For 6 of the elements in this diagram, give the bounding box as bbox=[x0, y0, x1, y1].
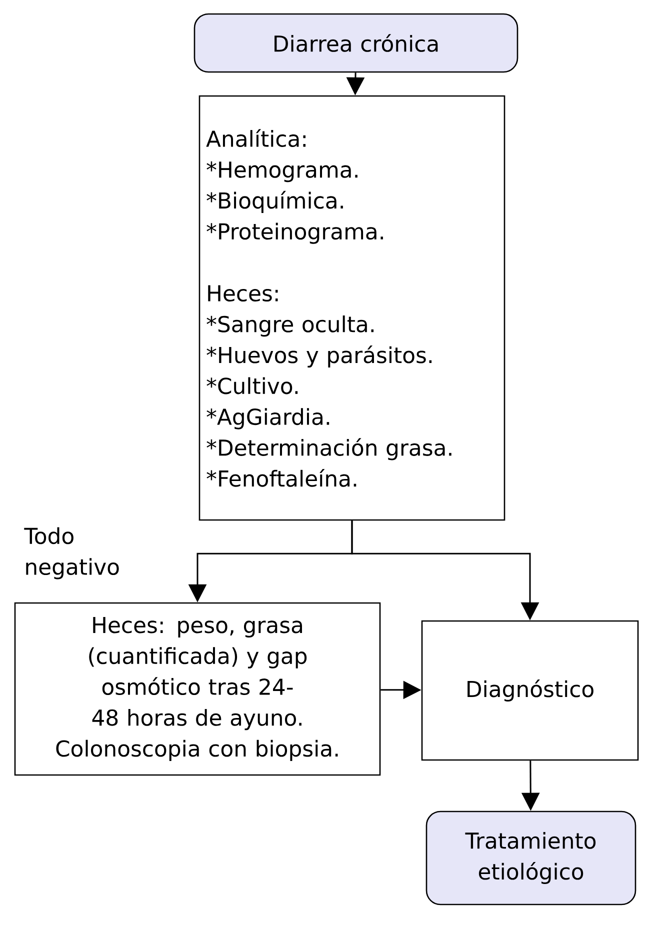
edge-label: Todo negativo bbox=[24, 527, 119, 580]
process-box: Heces: peso, grasa (cuantificada) y gap osmótico tras 24-48 horas de ayuno. Colonoscopia con biopsia. bbox=[14, 602, 381, 776]
terminal-box: Tratamiento etiológico bbox=[426, 810, 636, 906]
process-box: Diagnóstico bbox=[421, 620, 639, 761]
process-box: Analítica: *Hemograma. *Bioquímica. *Proteinograma. Heces: *Sangre oculta. *Huevos y parásitos. *Cultivo. *AgGiardia. *Determinación grasa. *Fenoftaleína. bbox=[198, 95, 506, 521]
terminal-box: Diarrea crónica bbox=[194, 13, 518, 73]
